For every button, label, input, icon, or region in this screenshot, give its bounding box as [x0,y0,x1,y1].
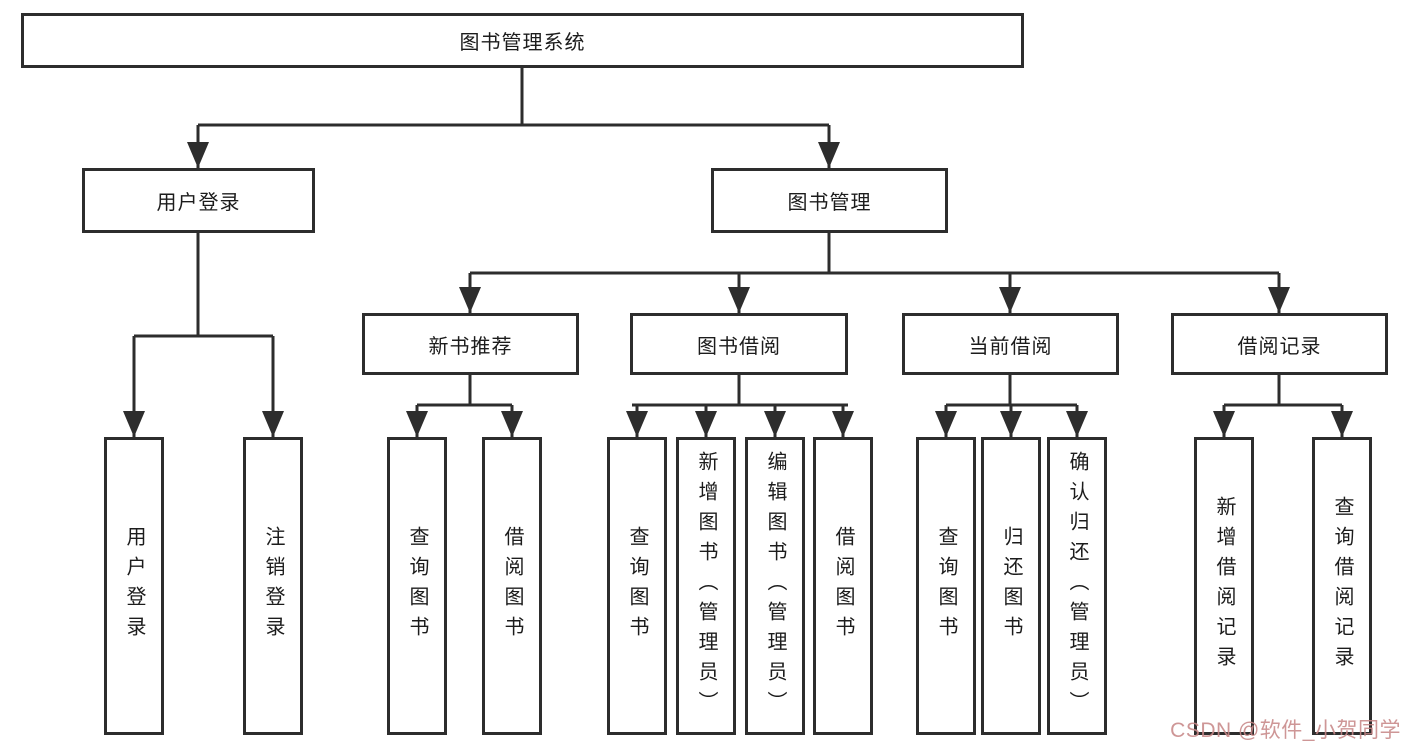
leaf-borrow-books-label: 借阅图书 [832,526,854,646]
leaf-query-books-recommend-label: 查询图书 [406,526,428,646]
node-current-borrowing: 当前借阅 [902,313,1119,375]
node-book-management-label: 图书管理 [787,192,872,214]
node-library-management-system: 图书管理系统 [21,13,1024,68]
leaf-query-borrow-record: 查询借阅记录 [1312,437,1372,735]
csdn-watermark: CSDN @软件_小贺同学 [1170,719,1401,742]
node-new-book-recommendation-label: 新书推荐 [428,335,513,358]
node-book-management: 图书管理 [711,168,948,233]
leaf-confirm-return-admin-label: 确认归还（管理员） [1066,451,1088,721]
leaf-query-books-borrowing-label: 查询图书 [626,526,648,646]
leaf-borrow-books-recommend: 借阅图书 [482,437,542,735]
leaf-add-borrow-record: 新增借阅记录 [1194,437,1254,735]
node-current-borrowing-label: 当前借阅 [968,335,1053,358]
node-borrowing-records-label: 借阅记录 [1237,335,1322,358]
leaf-query-books-borrowing: 查询图书 [607,437,667,735]
leaf-add-borrow-record-label: 新增借阅记录 [1213,496,1235,676]
leaf-return-books-label: 归还图书 [1000,526,1022,646]
node-user-login-label: 用户登录 [156,192,241,214]
leaf-query-books-current: 查询图书 [916,437,976,735]
node-book-borrowing-label: 图书借阅 [697,335,781,358]
leaf-query-books-current-label: 查询图书 [935,526,957,646]
leaf-logout-label: 注销登录 [262,526,284,646]
node-user-login: 用户登录 [82,168,315,233]
leaf-edit-books-admin: 编辑图书（管理员） [745,437,805,735]
leaf-logout: 注销登录 [243,437,303,735]
node-new-book-recommendation: 新书推荐 [362,313,579,375]
node-borrowing-records: 借阅记录 [1171,313,1388,375]
leaf-borrow-books-recommend-label: 借阅图书 [501,526,523,646]
leaf-edit-books-admin-label: 编辑图书（管理员） [764,451,786,721]
leaf-return-books: 归还图书 [981,437,1041,735]
leaf-confirm-return-admin: 确认归还（管理员） [1047,437,1107,735]
leaf-user-login: 用户登录 [104,437,164,735]
leaf-borrow-books: 借阅图书 [813,437,873,735]
leaf-query-borrow-record-label: 查询借阅记录 [1331,496,1353,676]
leaf-add-books-admin: 新增图书（管理员） [676,437,736,735]
node-library-management-system-label: 图书管理系统 [459,32,586,54]
leaf-add-books-admin-label: 新增图书（管理员） [695,451,717,721]
node-book-borrowing: 图书借阅 [630,313,848,375]
leaf-user-login-label: 用户登录 [123,526,145,646]
leaf-query-books-recommend: 查询图书 [387,437,447,735]
